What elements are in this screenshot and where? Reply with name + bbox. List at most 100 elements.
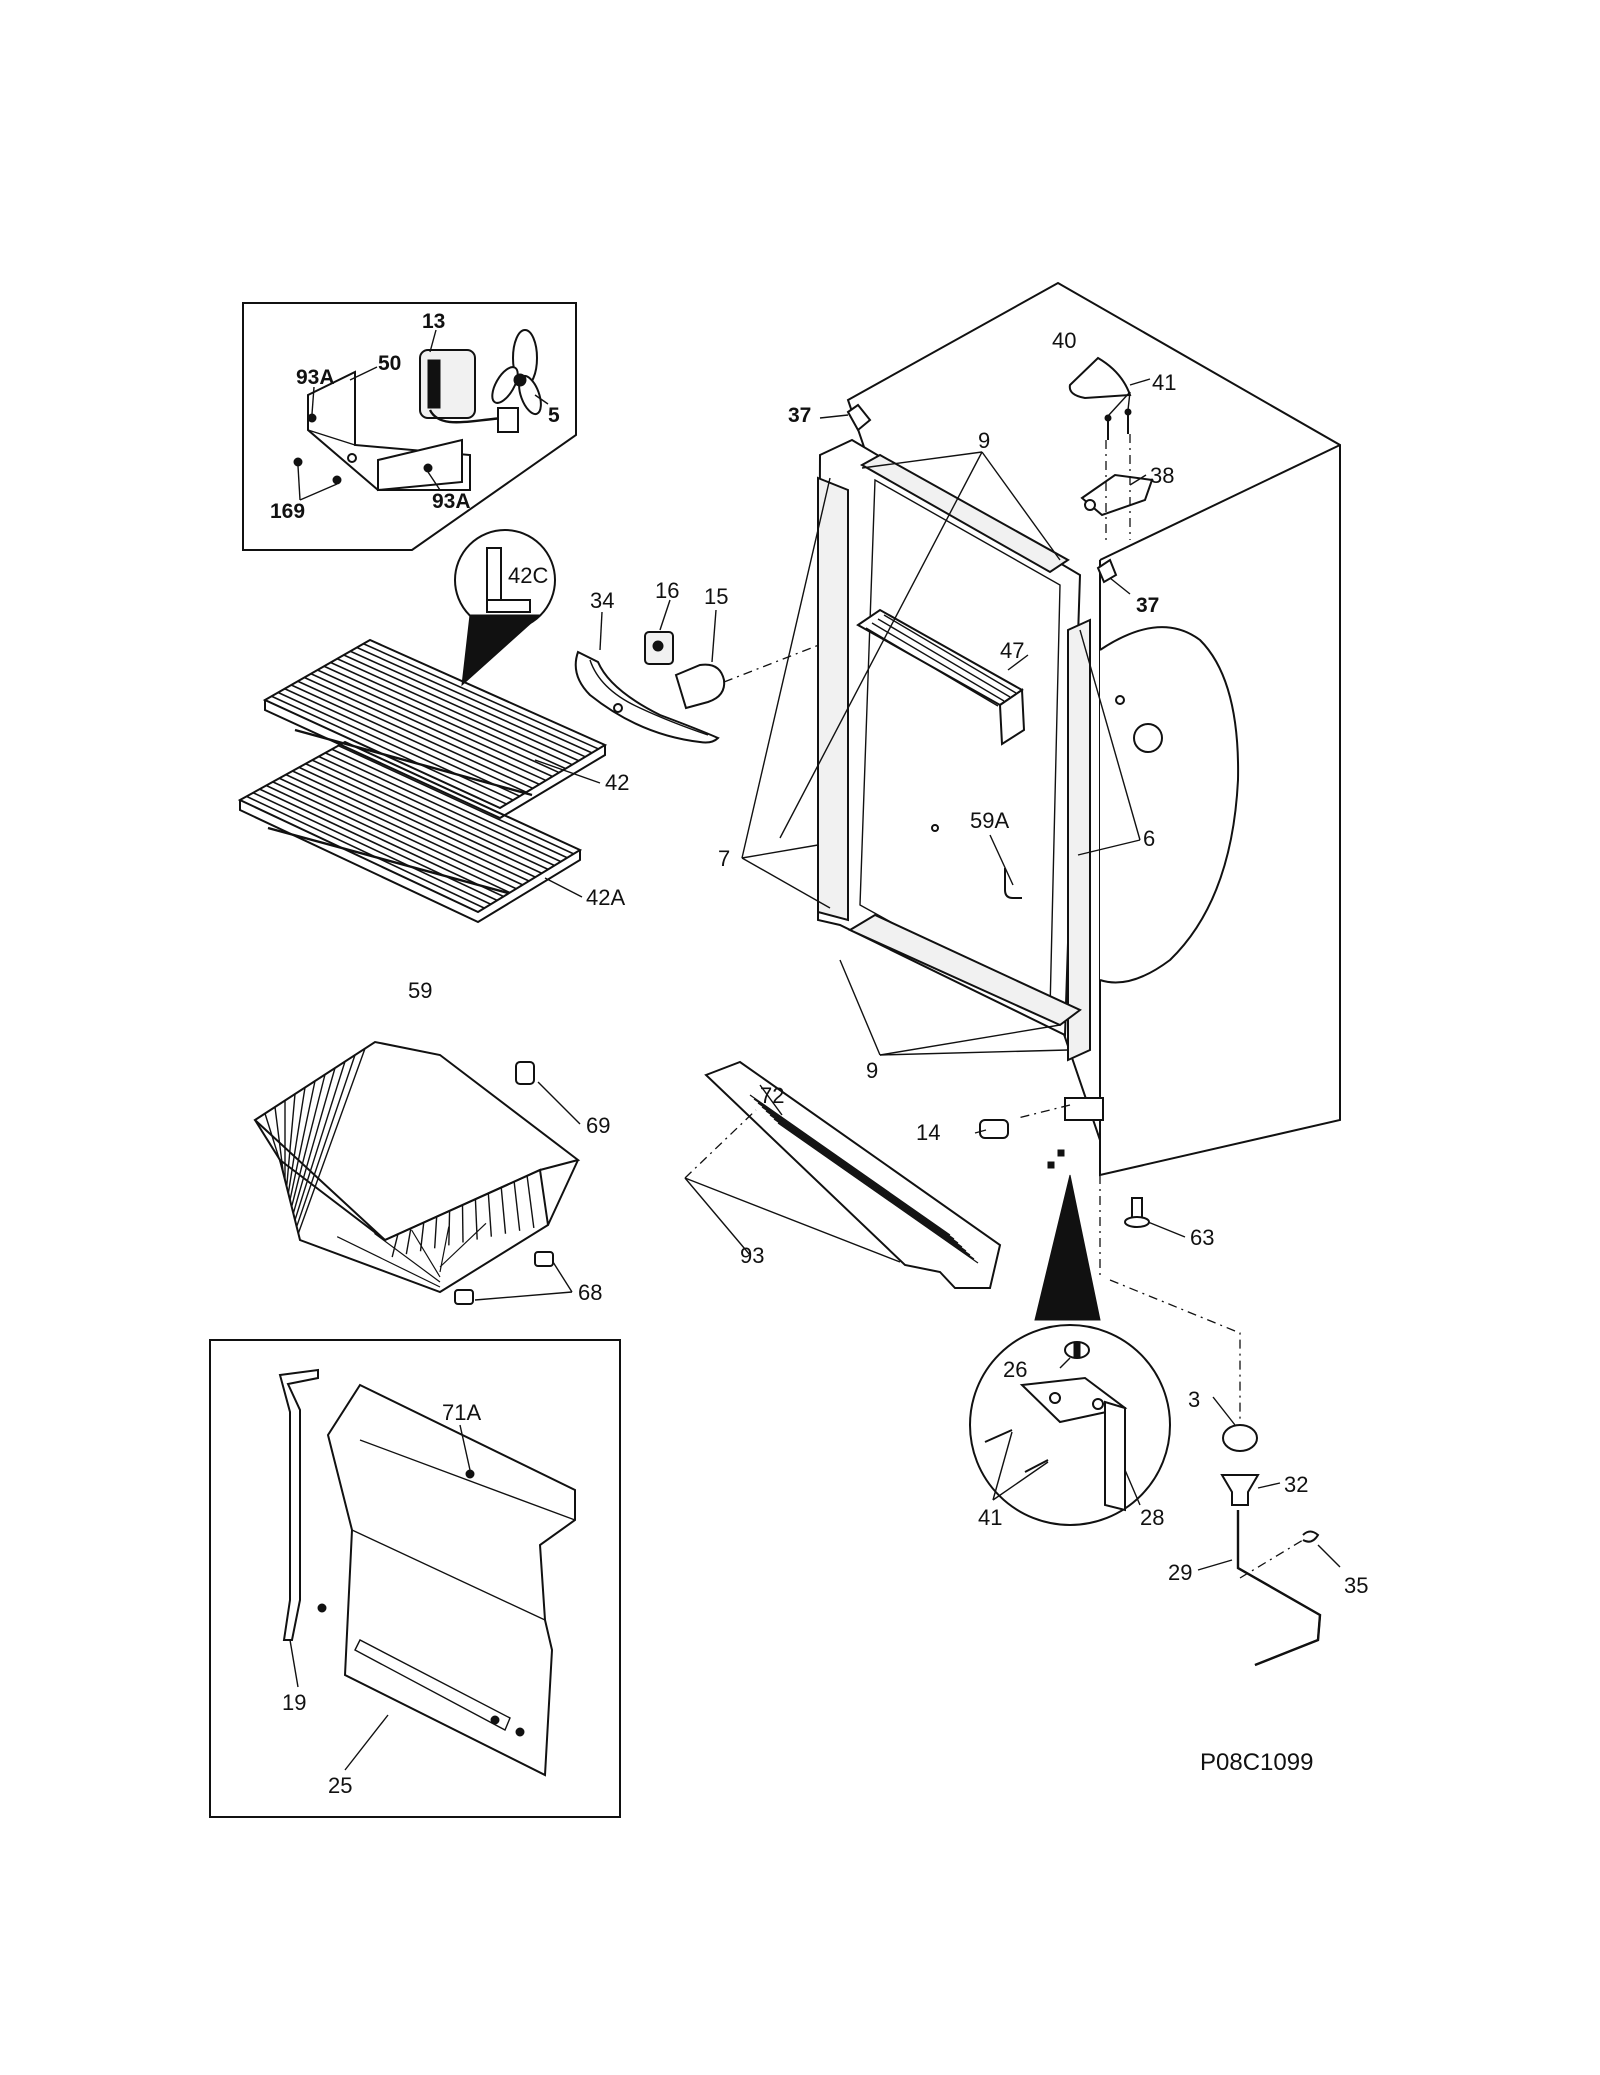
part-label: 38	[1150, 463, 1174, 488]
part-label: 169	[270, 500, 305, 523]
wire-line	[259, 788, 498, 902]
part-label: 19	[282, 1690, 306, 1715]
wire-line	[272, 781, 511, 894]
part-label: 6	[1143, 826, 1155, 851]
drain-assembly: 3 32 29 35	[1168, 1387, 1368, 1667]
part-label: 50	[378, 352, 401, 375]
wire-line	[264, 1113, 283, 1167]
wire-line	[323, 665, 560, 774]
wire-line	[287, 1087, 306, 1194]
part-label: 37	[788, 404, 811, 427]
wire-line	[305, 763, 543, 874]
fan-motor-inset: 13 50 93A 5 169 93A	[242, 302, 577, 551]
part-label: 71A	[442, 1400, 481, 1425]
wire-line	[439, 1222, 487, 1268]
freezer-cabinet: 40 41 38 37 37 9 47 59A 7 6 9	[718, 281, 1341, 1177]
wire-line	[310, 673, 547, 782]
shelf-assembly: 42C 42 42A	[237, 529, 629, 924]
wire-line	[391, 1233, 399, 1258]
wire-line	[338, 744, 574, 855]
wire-line	[292, 770, 530, 882]
wire-line	[246, 795, 485, 909]
fan-blade	[491, 329, 542, 416]
bottom-hinge-area: 14 63	[916, 1097, 1241, 1420]
wire-line	[290, 1074, 326, 1207]
wire-line	[252, 792, 492, 905]
wire-line	[405, 1228, 412, 1255]
wire-line	[271, 695, 507, 805]
part-label: 63	[1190, 1225, 1214, 1250]
part-label: 7	[718, 846, 730, 871]
wire-line	[513, 1181, 521, 1231]
part-label: 34	[590, 588, 614, 613]
part-label: 42	[605, 770, 629, 795]
wire-line	[765, 1110, 967, 1252]
wire-line	[279, 777, 517, 890]
motor-bracket	[307, 370, 471, 492]
wire-line	[317, 669, 553, 778]
hinge-detail-circle: 26 41 28	[969, 1324, 1171, 1530]
part-label: 40	[1052, 328, 1076, 353]
wire-line	[294, 1061, 346, 1221]
wire-line	[411, 1229, 441, 1278]
wire-line	[277, 691, 514, 801]
part-label: 32	[1284, 1472, 1308, 1497]
wire-line	[265, 784, 504, 898]
part-label: 93	[740, 1243, 764, 1268]
part-label: 47	[1000, 638, 1024, 663]
part-label: 42A	[586, 885, 625, 910]
wire-line	[526, 1175, 535, 1229]
wire-line	[769, 1114, 971, 1256]
wire-line	[318, 755, 555, 867]
wire-line	[330, 661, 566, 770]
part-label: 26	[1003, 1357, 1027, 1382]
kickplate-grille: 72 93	[684, 1060, 1002, 1289]
part-label: 72	[760, 1083, 784, 1108]
part-label: 69	[586, 1113, 610, 1138]
part-label: 16	[655, 578, 679, 603]
wire-line	[285, 773, 523, 886]
part-label: 28	[1140, 1505, 1164, 1530]
part-label: 25	[328, 1773, 352, 1798]
wire-line	[363, 643, 599, 750]
wire-line	[274, 1106, 285, 1174]
part-label: 29	[1168, 1560, 1192, 1585]
part-label: 9	[866, 1058, 878, 1083]
back-cover-inset: 71A 19 25	[209, 1339, 621, 1818]
wire-line	[296, 1054, 356, 1227]
part-label: 13	[422, 310, 445, 333]
wire-basket: 59 69 68	[253, 978, 610, 1305]
wire-line	[284, 688, 521, 797]
part-label: 15	[704, 584, 728, 609]
wire-line	[461, 1204, 464, 1243]
part-label: 41	[1152, 370, 1176, 395]
part-label: 9	[978, 428, 990, 453]
wire-line	[336, 658, 573, 766]
diagram-code: P08C1099	[1200, 1749, 1313, 1776]
wire-line	[298, 766, 536, 878]
part-label: 35	[1344, 1573, 1368, 1598]
wire-line	[311, 759, 549, 871]
part-label: 14	[916, 1120, 940, 1145]
part-label: 93A	[432, 490, 471, 513]
wire-line	[753, 1098, 955, 1240]
wire-line	[500, 1187, 507, 1234]
wire-line	[487, 1193, 493, 1237]
part-label: 42C	[508, 563, 548, 588]
wire-line	[433, 1216, 438, 1249]
part-label: 68	[578, 1280, 602, 1305]
wire-line	[336, 1236, 441, 1288]
wire-line	[448, 1210, 451, 1246]
wire-shelf-42	[262, 638, 608, 820]
part-label: 37	[1136, 594, 1159, 617]
wire-line	[439, 1226, 450, 1273]
wire-line	[777, 1122, 979, 1264]
wire-line	[324, 752, 562, 863]
wire-line	[297, 680, 534, 790]
wire-line	[304, 676, 540, 786]
wire-line	[294, 728, 533, 797]
wire-shelf-42A	[237, 740, 583, 924]
wire-line	[349, 650, 586, 758]
wire-line	[297, 1048, 366, 1234]
wire-line	[749, 1094, 951, 1236]
